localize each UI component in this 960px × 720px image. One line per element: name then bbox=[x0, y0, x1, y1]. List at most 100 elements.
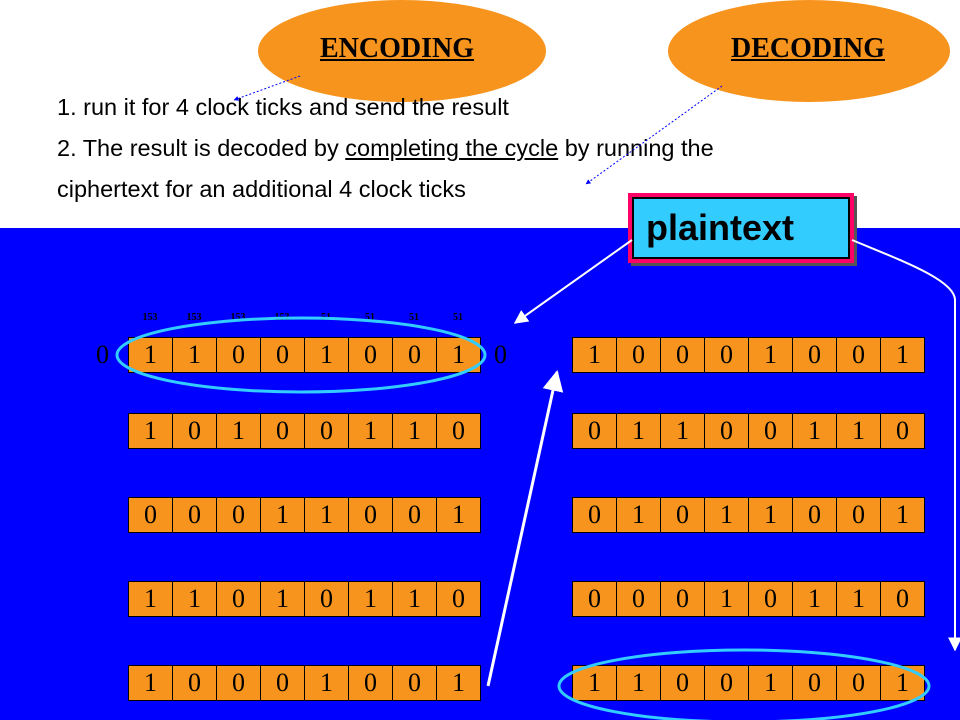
bit-cell: 1 bbox=[349, 413, 393, 449]
bit-cell: 1 bbox=[573, 337, 617, 373]
bit-cell: 0 bbox=[437, 413, 481, 449]
bit-cell: 0 bbox=[705, 337, 749, 373]
bit-cell: 0 bbox=[661, 665, 705, 701]
bit-cell: 0 bbox=[349, 497, 393, 533]
bit-cell: 1 bbox=[261, 497, 305, 533]
bit-cell: 1 bbox=[129, 337, 173, 373]
bit-cell: 0 bbox=[573, 497, 617, 533]
bit-cell: 0 bbox=[261, 413, 305, 449]
bit-cell: 0 bbox=[305, 413, 349, 449]
bit-cell: 0 bbox=[173, 665, 217, 701]
bit-cell: 1 bbox=[837, 413, 881, 449]
bit-cell: 1 bbox=[173, 337, 217, 373]
encoding-label: ENCODING bbox=[319, 33, 474, 64]
bit-cell: 1 bbox=[617, 497, 661, 533]
bit-cell: 1 bbox=[749, 665, 793, 701]
bit-cell: 1 bbox=[129, 665, 173, 701]
step-3-text: ciphertext for an additional 4 clock tic… bbox=[57, 176, 466, 202]
tap-number: 51 bbox=[453, 312, 463, 323]
step-2-suffix: by running the bbox=[558, 135, 714, 161]
bit-cell: 0 bbox=[261, 337, 305, 373]
bit-cell: 1 bbox=[793, 413, 837, 449]
bit-cell: 0 bbox=[837, 665, 881, 701]
bit-cell: 1 bbox=[393, 581, 437, 617]
bit-cell: 0 bbox=[305, 581, 349, 617]
bit-cell: 0 bbox=[661, 581, 705, 617]
bit-cell: 1 bbox=[793, 581, 837, 617]
bit-cell: 0 bbox=[349, 665, 393, 701]
bit-cell: 0 bbox=[129, 497, 173, 533]
bit-cell: 1 bbox=[881, 337, 925, 373]
bit-cell: 0 bbox=[393, 665, 437, 701]
bit-cell: 1 bbox=[437, 665, 481, 701]
decoding-pointer-line bbox=[585, 85, 723, 185]
step-2-prefix: 2. The result is decoded by bbox=[57, 135, 346, 161]
bit-cell: 0 bbox=[573, 581, 617, 617]
bit-cell: 0 bbox=[617, 581, 661, 617]
bit-cell: 1 bbox=[305, 337, 349, 373]
bit-cell: 1 bbox=[305, 497, 349, 533]
step-2-text: 2. The result is decoded by completing t… bbox=[57, 135, 714, 162]
bit-cell: 0 bbox=[793, 337, 837, 373]
bit-cell: 1 bbox=[173, 581, 217, 617]
register-panel bbox=[0, 228, 960, 720]
step-1-text: 1. run it for 4 clock ticks and send the… bbox=[57, 94, 509, 120]
right-feed-zero: 0 bbox=[494, 340, 507, 369]
bit-cell: 0 bbox=[217, 665, 261, 701]
bit-cell: 1 bbox=[837, 581, 881, 617]
tap-number: 153 bbox=[186, 312, 202, 323]
bit-cell: 0 bbox=[881, 413, 925, 449]
plaintext-to-right-arrow bbox=[851, 239, 960, 652]
bit-cell: 0 bbox=[749, 413, 793, 449]
plaintext-to-left-arrow bbox=[513, 239, 633, 324]
bit-cell: 0 bbox=[793, 497, 837, 533]
bit-cell: 0 bbox=[705, 413, 749, 449]
encoding-oval: ENCODING bbox=[258, 0, 546, 102]
bit-cell: 0 bbox=[881, 581, 925, 617]
bit-cell: 1 bbox=[129, 413, 173, 449]
bit-cell: 1 bbox=[749, 337, 793, 373]
bit-cell: 0 bbox=[837, 337, 881, 373]
bit-cell: 1 bbox=[305, 665, 349, 701]
encoding-pointer-line bbox=[233, 75, 301, 101]
plaintext-label: plaintext bbox=[646, 207, 795, 248]
bit-cell: 0 bbox=[261, 665, 305, 701]
bit-cell: 1 bbox=[881, 497, 925, 533]
bit-cell: 0 bbox=[617, 337, 661, 373]
bit-cell: 0 bbox=[217, 581, 261, 617]
bit-cell: 0 bbox=[349, 337, 393, 373]
bit-cell: 0 bbox=[705, 665, 749, 701]
ciphertext-transfer-arrow bbox=[486, 369, 564, 687]
decoding-highlight-ellipse bbox=[557, 648, 931, 720]
bit-cell: 1 bbox=[617, 413, 661, 449]
tap-number: 51 bbox=[409, 312, 419, 323]
left-feed-zero: 0 bbox=[96, 340, 109, 369]
bit-cell: 1 bbox=[393, 413, 437, 449]
bit-cell: 0 bbox=[749, 581, 793, 617]
bit-cell: 0 bbox=[173, 413, 217, 449]
bit-cell: 1 bbox=[705, 497, 749, 533]
bit-cell: 1 bbox=[217, 413, 261, 449]
bit-cell: 1 bbox=[349, 581, 393, 617]
bit-cell: 0 bbox=[393, 497, 437, 533]
bit-cell: 0 bbox=[173, 497, 217, 533]
bit-cell: 0 bbox=[217, 337, 261, 373]
bit-cell: 1 bbox=[661, 413, 705, 449]
bit-cell: 1 bbox=[617, 665, 661, 701]
bit-cell: 1 bbox=[261, 581, 305, 617]
bit-cell: 0 bbox=[393, 337, 437, 373]
bit-cell: 1 bbox=[881, 665, 925, 701]
bit-cell: 1 bbox=[705, 581, 749, 617]
bit-cell: 0 bbox=[793, 665, 837, 701]
encoding-highlight-ellipse bbox=[115, 316, 487, 394]
plaintext-box: plaintext bbox=[628, 193, 854, 263]
bit-cell: 0 bbox=[437, 581, 481, 617]
